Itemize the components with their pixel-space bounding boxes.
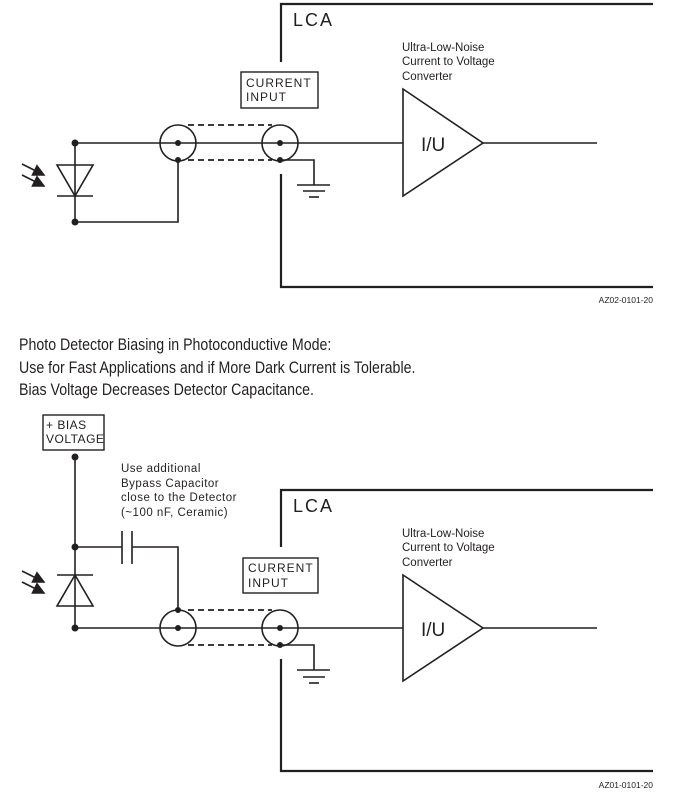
current-input-box [242, 557, 319, 594]
figure-id: AZ02-0101-20 [599, 295, 654, 305]
photodiode-icon [55, 573, 95, 607]
capacitor-icon [121, 531, 133, 564]
figure-id: AZ01-0101-20 [599, 780, 654, 790]
lca-module-outline-bottom [279, 174, 653, 289]
converter-label-1: Ultra-Low-Noise [402, 528, 484, 540]
current-input-label-2: INPUT [248, 576, 289, 590]
ground-icon [297, 184, 330, 198]
lca-label: LCA [293, 496, 334, 516]
light-arrows-icon [21, 163, 46, 187]
ground-wire [280, 644, 315, 670]
caption: Photo Detector Biasing in Photoconductiv… [19, 334, 415, 402]
return-wire [75, 160, 179, 223]
bias-label-2: VOLTAGE [46, 432, 104, 446]
current-input-box [240, 71, 319, 109]
converter-label-3: Converter [402, 71, 453, 83]
capacitor-note-3: close to the Detector [121, 492, 237, 504]
capacitor-note-1: Use additional [121, 463, 201, 475]
lca-label: LCA [293, 10, 334, 30]
capacitor-note-2: Bypass Capacitor [121, 478, 219, 490]
bias-voltage-box [42, 414, 105, 451]
bias-label-1: + BIAS [46, 418, 87, 432]
capacitor-note-4: (~100 nF, Ceramic) [121, 507, 228, 519]
diagram-photoconductive: + BIAS VOLTAGE Use additional Bypass Cap… [21, 414, 654, 790]
light-arrows-icon [21, 570, 46, 594]
converter-label-1: Ultra-Low-Noise [402, 42, 484, 54]
current-input-label-1: CURRENT [246, 76, 312, 90]
converter-label-2: Current to Voltage [402, 542, 495, 554]
capacitor-wire-right [132, 546, 179, 610]
photodiode-icon [55, 164, 95, 198]
lca-module-outline-bottom [279, 659, 653, 773]
ground-icon [297, 669, 330, 684]
ground-wire [280, 159, 315, 185]
amplifier-label: I/U [421, 620, 445, 641]
converter-label-2: Current to Voltage [402, 56, 495, 68]
diagram-photovoltaic: LCA CURRENT INPUT Ultra-Low-Noise Curren… [21, 2, 654, 305]
caption-line-3: Bias Voltage Decreases Detector Capacita… [19, 381, 315, 399]
current-input-label-1: CURRENT [248, 561, 314, 575]
lca-module-outline [279, 2, 653, 62]
current-input-label-2: INPUT [246, 90, 287, 104]
converter-label-3: Converter [402, 557, 453, 569]
caption-line-1: Photo Detector Biasing in Photoconductiv… [19, 336, 332, 354]
caption-line-2: Use for Fast Applications and if More Da… [19, 358, 416, 377]
lca-module-outline [279, 488, 653, 547]
amplifier-label: I/U [421, 135, 445, 156]
